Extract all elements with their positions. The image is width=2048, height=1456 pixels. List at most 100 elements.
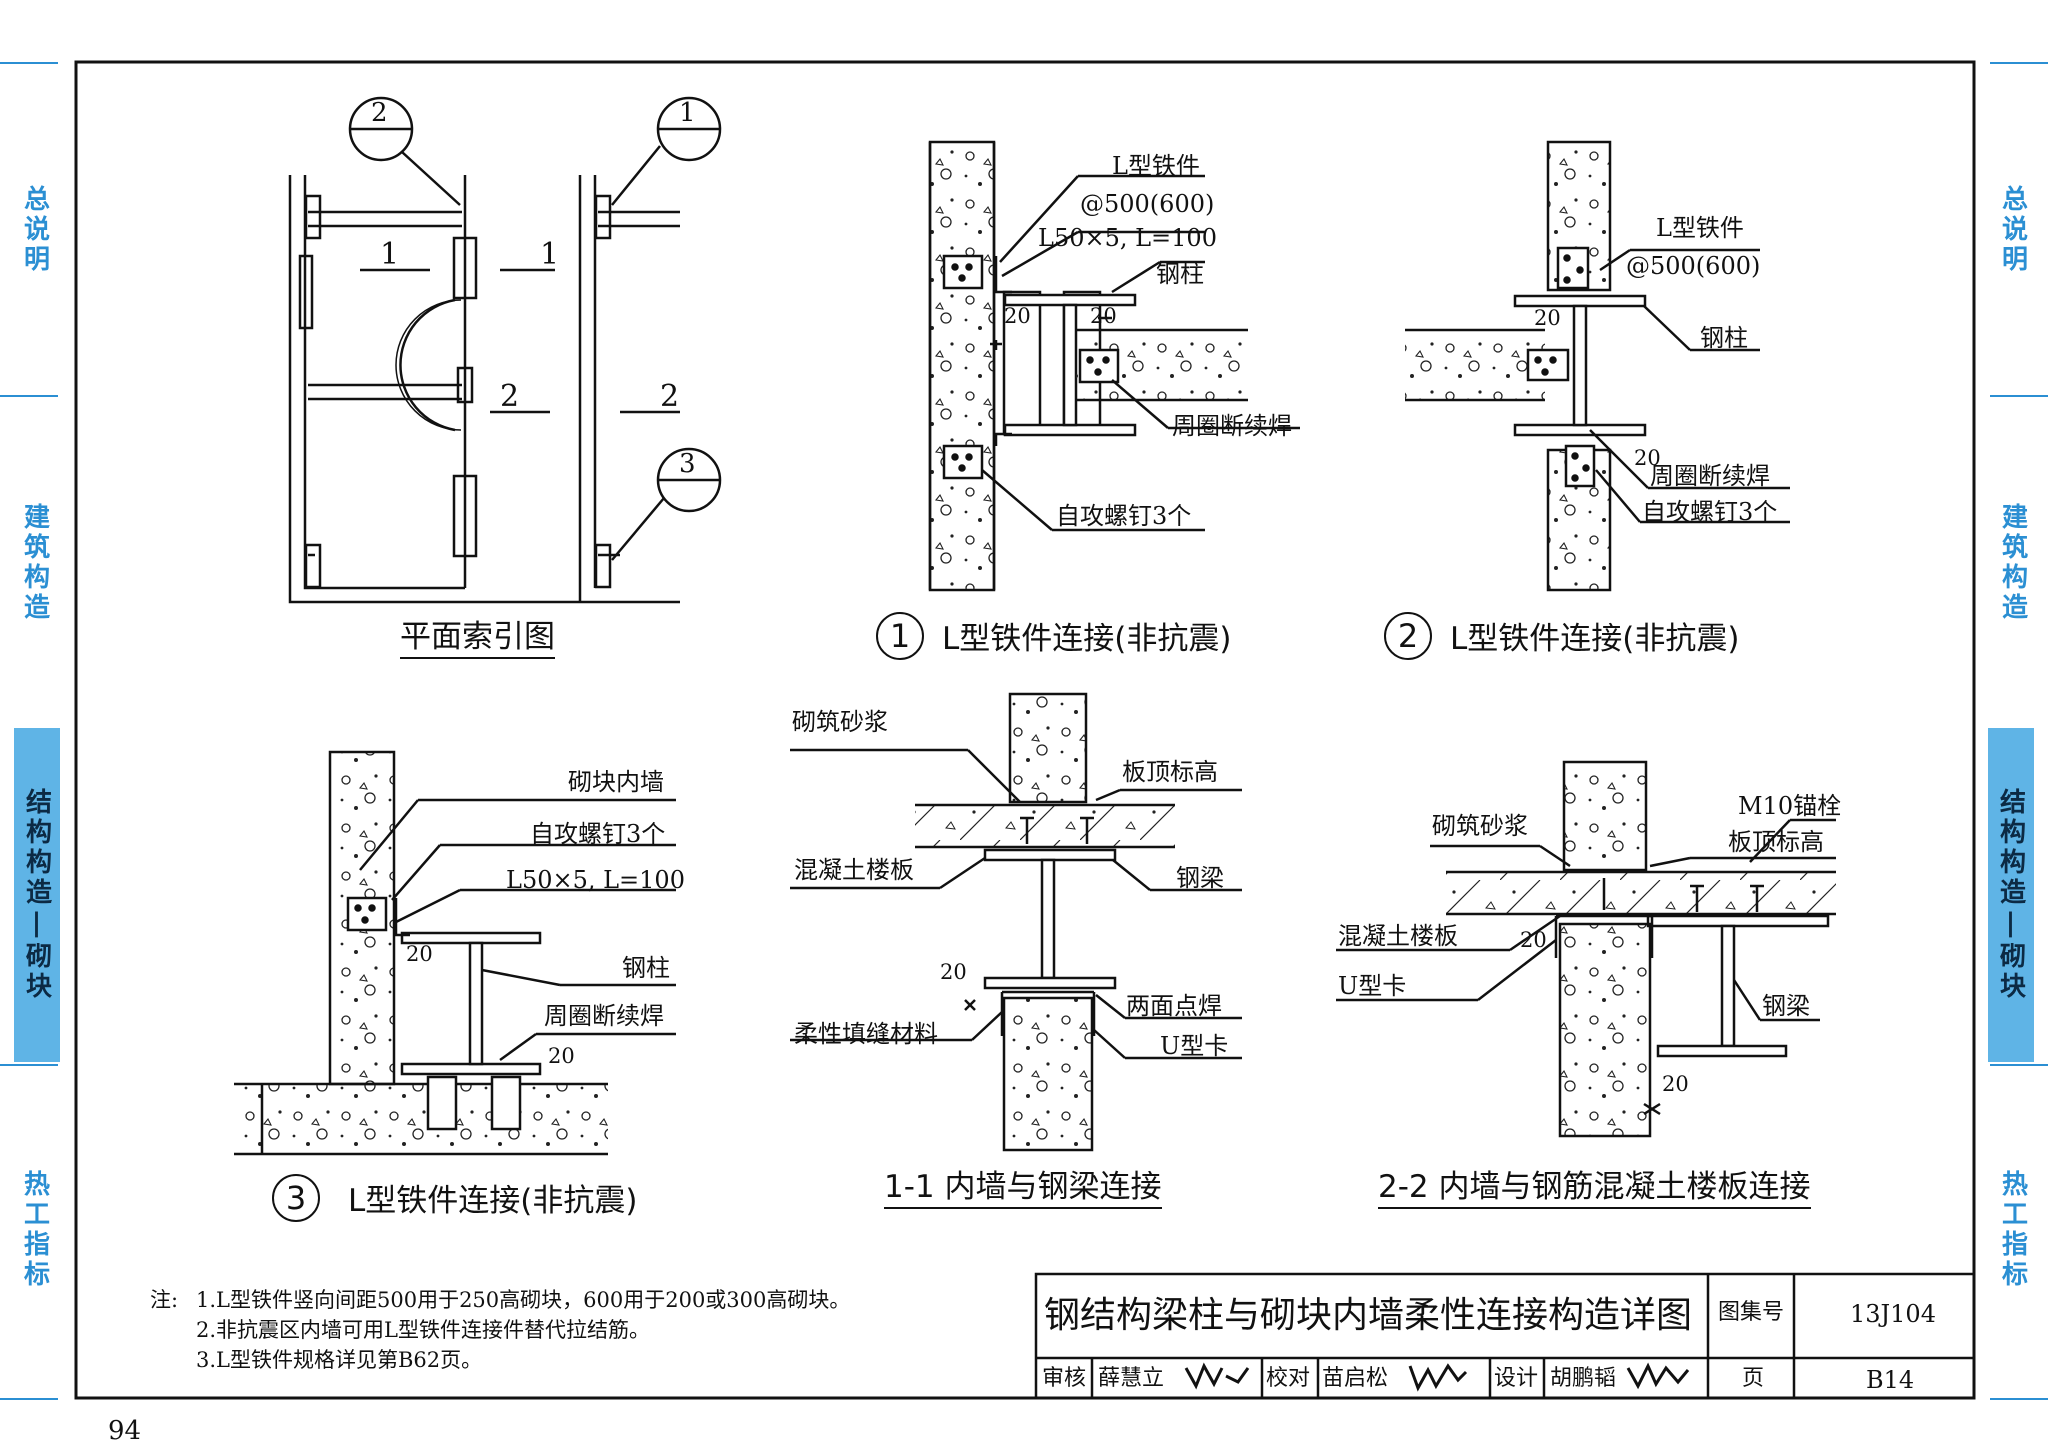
detail1-number: 1: [876, 612, 924, 660]
design-label: 设计: [1494, 1366, 1539, 1391]
notes-prefix: 注:: [150, 1288, 179, 1312]
review-label: 审核: [1042, 1366, 1087, 1391]
side-tab-label: 热工指标: [1997, 1170, 2028, 1290]
side-tab-general[interactable]: 总说明: [1990, 160, 2036, 300]
tab-divider: [0, 1064, 58, 1066]
section-1-1-drawing: [790, 692, 1242, 1152]
detail2-label-screw: 自攻螺钉3个: [1642, 498, 1778, 526]
detail1-dim-a: 20: [1004, 304, 1031, 328]
section-label-1-right: 1: [540, 237, 560, 272]
section11-label-mortar: 砌筑砂浆: [792, 708, 888, 736]
section22-label-u-clip: U型卡: [1338, 972, 1407, 1000]
note-2: 2.非抗震区内墙可用L型铁件连接件替代拉结筋。: [196, 1318, 650, 1342]
section11-label-slab-level: 板顶标高: [1122, 758, 1218, 786]
detail1-dim-b: 20: [1090, 304, 1117, 328]
detail1-label-size: L50×5, L=100: [1038, 224, 1217, 252]
detail3-label-size: L50×5, L=100: [506, 866, 685, 894]
detail3-dim-a: 20: [406, 942, 433, 966]
check-name: 苗启松: [1322, 1366, 1389, 1391]
section11-dim: 20: [940, 960, 967, 984]
side-tab-label: 建筑构造: [1997, 503, 2028, 623]
section22-label-anchor: M10锚栓: [1738, 792, 1842, 820]
section22-label-mortar: 砌筑砂浆: [1432, 812, 1528, 840]
title-block-grid: [1034, 1272, 1976, 1400]
side-tab-label: 建筑构造: [19, 503, 50, 623]
index-marker-1: 1: [679, 98, 696, 128]
side-tab-label: 总说明: [1997, 185, 2028, 275]
tab-divider: [1990, 1398, 2048, 1400]
detail2-dim-b: 20: [1634, 446, 1661, 470]
detail2-label-spacing: @500(600): [1626, 252, 1761, 280]
section22-label-beam: 钢梁: [1762, 992, 1810, 1020]
design-name: 胡鹏韬: [1550, 1366, 1617, 1391]
section22-title: 2-2 内墙与钢筋混凝土楼板连接: [1378, 1172, 1811, 1209]
atlas-number: 13J104: [1850, 1300, 1936, 1328]
detail3-label-wall: 砌块内墙: [568, 768, 664, 796]
plan-index-drawing: [288, 96, 722, 604]
side-tab-thermal[interactable]: 热工指标: [1990, 1150, 2036, 1310]
detail3-title: L型铁件连接(非抗震): [348, 1183, 638, 1219]
detail3-label-screw: 自攻螺钉3个: [530, 820, 666, 848]
detail3-number: 3: [272, 1174, 320, 1222]
section11-label-beam: 钢梁: [1176, 864, 1224, 892]
side-tab-building[interactable]: 建筑构造: [1990, 478, 2036, 648]
detail3-dim-b: 20: [548, 1044, 575, 1068]
side-tab-building[interactable]: 建筑构造: [12, 478, 58, 648]
detail1-label-weld: 周圈断续焊: [1172, 412, 1292, 440]
atlas-label: 图集号: [1718, 1300, 1785, 1325]
drawing-title: 钢结构梁柱与砌块内墙柔性连接构造详图: [1044, 1295, 1693, 1336]
section11-label-slab: 混凝土楼板: [794, 856, 914, 884]
signature-marks: [1184, 1362, 1690, 1392]
detail1-label-spacing: @500(600): [1080, 190, 1215, 218]
section-2-2-drawing: [1336, 760, 1836, 1138]
detail2-dim-a: 20: [1534, 306, 1561, 330]
detail-3-drawing: [234, 750, 676, 1156]
side-tab-thermal[interactable]: 热工指标: [12, 1150, 58, 1310]
side-tab-label: 总说明: [19, 185, 50, 275]
detail-2-drawing: [1405, 140, 1790, 592]
section11-label-spot-weld: 两面点焊: [1126, 992, 1222, 1020]
sheet-page-number: B14: [1866, 1366, 1915, 1394]
tab-divider: [1990, 1064, 2048, 1066]
book-page-number: 94: [108, 1416, 142, 1446]
detail1-label-column: 钢柱: [1156, 260, 1204, 288]
detail1-label-angle: L型铁件: [1112, 152, 1200, 180]
note-1: 1.L型铁件竖向间距500用于250高砌块，600用于200或300高砌块。: [196, 1288, 851, 1312]
section11-label-filler: 柔性填缝材料: [794, 1020, 938, 1048]
side-tab-label: 结构构造|砌块: [1995, 788, 2026, 1002]
plan-title: 平面索引图: [400, 622, 555, 659]
detail-1-drawing: [928, 140, 1300, 592]
detail3-label-column: 钢柱: [622, 954, 670, 982]
tab-divider: [1990, 395, 2048, 397]
side-tab-structure-active[interactable]: 结构构造|砌块: [1988, 728, 2034, 1062]
tab-divider: [0, 395, 58, 397]
note-3: 3.L型铁件规格详见第B62页。: [196, 1348, 483, 1372]
tab-divider: [1990, 62, 2048, 64]
detail3-label-weld: 周圈断续焊: [544, 1002, 664, 1030]
detail2-label-weld: 周圈断续焊: [1650, 462, 1770, 490]
side-tab-structure-active[interactable]: 结构构造|砌块: [14, 728, 60, 1062]
section22-dim-b: 20: [1662, 1072, 1689, 1096]
side-tab-label: 热工指标: [19, 1170, 50, 1290]
review-name: 薛慧立: [1098, 1366, 1165, 1391]
sheet-border: [74, 60, 1976, 1400]
tab-divider: [0, 62, 58, 64]
index-marker-2: 2: [371, 98, 388, 128]
detail1-title: L型铁件连接(非抗震): [942, 621, 1232, 657]
detail1-label-screw: 自攻螺钉3个: [1056, 502, 1192, 530]
detail2-title: L型铁件连接(非抗震): [1450, 621, 1740, 657]
section-label-2-left: 2: [500, 379, 520, 414]
section22-label-slab-level: 板顶标高: [1728, 828, 1824, 856]
section22-dim-a: 20: [1520, 928, 1547, 952]
detail2-number: 2: [1384, 612, 1432, 660]
detail2-label-angle: L型铁件: [1656, 214, 1744, 242]
side-tab-label: 结构构造|砌块: [21, 788, 52, 1002]
detail2-label-column: 钢柱: [1700, 324, 1748, 352]
section-label-2-right: 2: [660, 379, 680, 414]
section-label-1-left: 1: [380, 237, 400, 272]
tab-divider: [0, 1398, 58, 1400]
section11-label-u-clip: U型卡: [1160, 1032, 1229, 1060]
section11-title: 1-1 内墙与钢梁连接: [884, 1172, 1162, 1209]
side-tab-general[interactable]: 总说明: [12, 160, 58, 300]
